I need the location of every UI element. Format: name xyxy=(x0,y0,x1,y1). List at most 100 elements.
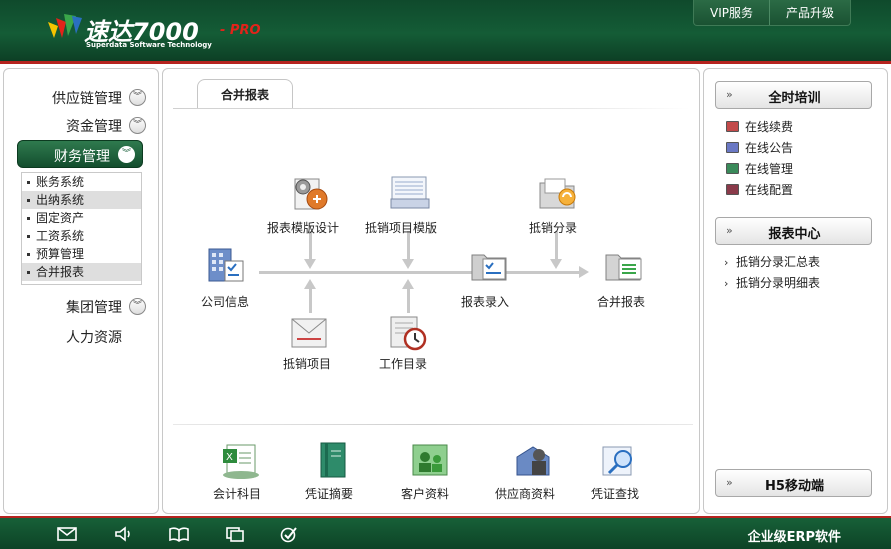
training-item-renewal[interactable]: 在线续费 xyxy=(726,118,793,135)
chevron-right-icon: › xyxy=(724,277,729,290)
sidebar-item-group[interactable]: 集团管理 ︾ xyxy=(4,293,160,319)
report-item-offset-summary[interactable]: › 抵销分录汇总表 xyxy=(724,253,820,270)
book-icon xyxy=(726,163,739,174)
submenu-item-budget[interactable]: 预算管理 xyxy=(22,245,141,263)
shortcut-divider xyxy=(173,424,693,425)
customers-icon[interactable] xyxy=(409,441,451,481)
book-icon[interactable] xyxy=(168,525,190,543)
shortcut-label-accounts[interactable]: 会计科目 xyxy=(213,487,262,501)
training-item-management[interactable]: 在线管理 xyxy=(726,160,793,177)
training-item-label: 在线配置 xyxy=(745,183,794,197)
flow-label-offset-items[interactable]: 抵销项目 xyxy=(283,357,332,371)
logo-pro: - PRO xyxy=(220,23,261,38)
submenu-item-cashier[interactable]: 出纳系统 xyxy=(22,191,141,209)
arrow-down-icon xyxy=(402,259,414,269)
submenu-item-fixed-assets[interactable]: 固定资产 xyxy=(22,209,141,227)
report-item-offset-detail[interactable]: › 抵销分录明细表 xyxy=(724,274,820,291)
search-document-icon[interactable] xyxy=(599,441,641,481)
building-icon[interactable] xyxy=(205,245,247,285)
book-icon xyxy=(726,184,739,195)
app-footer: 企业级ERP软件 xyxy=(0,516,891,549)
double-chevron-right-icon: » xyxy=(726,476,733,489)
footer-tagline: 企业级ERP软件 xyxy=(747,530,841,545)
logo: 速达7000 - PRO Superdata Software Technolo… xyxy=(44,10,304,54)
top-links: VIP服务 产品升级 xyxy=(692,0,851,26)
arrow-down-icon xyxy=(550,259,562,269)
main-panel: 合并报表 公司信息 报表模版设计 抵销项目模版 抵销分录 xyxy=(162,68,700,514)
product-upgrade-link[interactable]: 产品升级 xyxy=(768,0,850,25)
mobile-header[interactable]: » H5移动端 xyxy=(715,469,872,497)
window-icon[interactable] xyxy=(224,525,246,543)
report-item-label: 抵销分录明细表 xyxy=(736,276,821,290)
sidebar-item-supply-chain[interactable]: 供应链管理 ︾ xyxy=(4,84,160,110)
flow-label-consolidated[interactable]: 合并报表 xyxy=(597,295,646,309)
sidebar-item-label: 人力资源 xyxy=(66,330,122,346)
sidebar-item-finance[interactable]: 财务管理 ︾ xyxy=(17,140,143,168)
flow-label-report-entry[interactable]: 报表录入 xyxy=(461,295,510,309)
folder-sync-icon[interactable] xyxy=(537,173,579,213)
double-chevron-right-icon: » xyxy=(726,224,733,237)
submenu-item-payroll[interactable]: 工资系统 xyxy=(22,227,141,245)
flow-connector xyxy=(407,287,410,313)
flow-label-work-directory[interactable]: 工作目录 xyxy=(379,357,428,371)
training-item-label: 在线续费 xyxy=(745,120,794,134)
book-icon xyxy=(726,121,739,132)
folder-report-icon[interactable] xyxy=(469,245,511,285)
app-header: 速达7000 - PRO Superdata Software Technolo… xyxy=(0,0,891,64)
flow-connector xyxy=(407,231,410,261)
report-center-title: 报表中心 xyxy=(768,227,821,242)
flow-main-line xyxy=(259,271,579,274)
shortcut-label-voucher-summary[interactable]: 凭证摘要 xyxy=(305,487,354,501)
chevron-right-icon: › xyxy=(724,256,729,269)
right-panel: » 全时培训 在线续费 在线公告 在线管理 在线配置 » 报表中心 › 抵销分录汇… xyxy=(703,68,888,514)
flow-label-offset-template[interactable]: 抵销项目模版 xyxy=(365,221,438,235)
sidebar: 供应链管理 ︾ 资金管理 ︾ 财务管理 ︾ 账务系统 出纳系统 固定资产 工资系… xyxy=(3,68,159,514)
arrow-right-icon xyxy=(579,266,589,278)
tab-consolidated-report[interactable]: 合并报表 xyxy=(197,79,293,109)
folder-chart-icon[interactable] xyxy=(603,245,645,285)
book-icon[interactable] xyxy=(313,441,355,481)
arrow-up-icon xyxy=(304,279,316,289)
sidebar-item-hr[interactable]: 人力资源 xyxy=(4,323,160,349)
mobile-title: H5移动端 xyxy=(765,479,824,494)
excel-sheet-icon[interactable]: X xyxy=(219,441,261,481)
arrow-up-icon xyxy=(402,279,414,289)
logo-subtitle: Superdata Software Technology xyxy=(86,41,212,49)
flow-connector xyxy=(555,231,558,261)
mail-document-icon[interactable] xyxy=(289,313,331,353)
chevron-down-icon: ︾ xyxy=(129,117,146,134)
sidebar-item-funds[interactable]: 资金管理 ︾ xyxy=(4,112,160,138)
flow-label-offset-entries[interactable]: 抵销分录 xyxy=(529,221,578,235)
double-chevron-right-icon: » xyxy=(726,88,733,101)
training-item-label: 在线管理 xyxy=(745,162,794,176)
training-title: 全时培训 xyxy=(768,91,821,106)
sidebar-item-label: 集团管理 xyxy=(66,300,122,316)
chevron-down-icon: ︾ xyxy=(118,146,135,163)
training-item-config[interactable]: 在线配置 xyxy=(726,181,793,198)
chevron-down-icon: ︾ xyxy=(129,89,146,106)
sidebar-item-label: 供应链管理 xyxy=(52,91,122,107)
check-icon[interactable] xyxy=(278,525,300,543)
logo-text: 速达7000 xyxy=(84,18,199,46)
flow-label-company-info[interactable]: 公司信息 xyxy=(201,295,250,309)
gear-document-icon[interactable] xyxy=(289,173,331,213)
supplier-icon[interactable] xyxy=(513,441,555,481)
shortcut-label-customers[interactable]: 客户资料 xyxy=(401,487,450,501)
vip-service-link[interactable]: VIP服务 xyxy=(709,6,753,20)
clock-document-icon[interactable] xyxy=(387,313,429,353)
submenu-item-ledger[interactable]: 账务系统 xyxy=(22,173,141,191)
report-center-header[interactable]: » 报表中心 xyxy=(715,217,872,245)
keyboard-document-icon[interactable] xyxy=(389,173,431,213)
training-item-announcement[interactable]: 在线公告 xyxy=(726,139,793,156)
shortcut-label-suppliers[interactable]: 供应商资料 xyxy=(495,487,556,501)
submenu-item-consolidated[interactable]: 合并报表 xyxy=(22,263,141,281)
mail-icon[interactable] xyxy=(56,525,78,543)
flow-label-template-design[interactable]: 报表模版设计 xyxy=(267,221,340,235)
sidebar-item-label: 资金管理 xyxy=(66,119,122,135)
shortcut-label-voucher-search[interactable]: 凭证查找 xyxy=(591,487,640,501)
flow-connector xyxy=(309,231,312,261)
report-item-label: 抵销分录汇总表 xyxy=(736,255,821,269)
training-header[interactable]: » 全时培训 xyxy=(715,81,872,109)
logo-mark-icon xyxy=(48,14,82,38)
speaker-icon[interactable] xyxy=(112,525,134,543)
